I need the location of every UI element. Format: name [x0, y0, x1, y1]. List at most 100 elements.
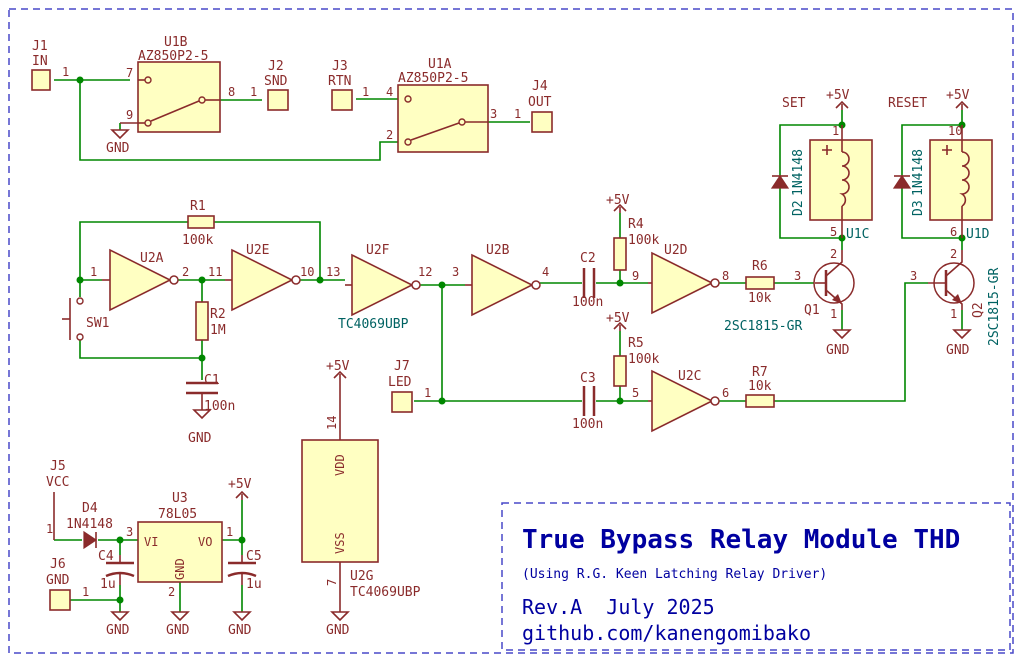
- capacitor-c5: C5 1u: [227, 549, 262, 592]
- diode-d3: D3 1N4148: [892, 149, 926, 216]
- ic-u2g: VDD VSS 14 7 U2G TC4069UBP: [301, 380, 421, 612]
- c5-ref: C5: [246, 549, 262, 564]
- vcc-label-r5: +5V: [606, 311, 630, 326]
- u1b-value: AZ850P2-5: [138, 49, 208, 64]
- vcc-symbol-u1c: +5V: [826, 88, 850, 110]
- connector-j2: J2 SND 1: [250, 59, 289, 111]
- q2-pin-2: 2: [950, 247, 957, 261]
- u2f-pin-12: 12: [418, 265, 432, 279]
- j6-pin: 1: [82, 585, 89, 599]
- vcc-label-u1d: +5V: [946, 88, 970, 103]
- c3-ref: C3: [580, 371, 596, 386]
- q1-ref: Q1: [804, 303, 820, 318]
- u2b-pin-3: 3: [452, 265, 459, 279]
- title-block-url: github.com/kanengomibako: [522, 621, 811, 645]
- transistor-q2: Q2 2SC1815-GR 3 2 1: [910, 247, 1002, 346]
- q2-pin-1: 1: [950, 307, 957, 321]
- u2e-ref: U2E: [246, 243, 269, 258]
- u1a-value: AZ850P2-5: [398, 71, 468, 86]
- u2e-pin-10: 10: [300, 265, 314, 279]
- u2g-ref: U2G: [350, 569, 374, 584]
- relay-u1a: U1A AZ850P2-5 4 2 3: [386, 57, 497, 153]
- u1c-pin-5: 5: [830, 225, 837, 239]
- c2-ref: C2: [580, 251, 596, 266]
- j6-name: GND: [46, 573, 70, 588]
- resistor-r2: R2 1M: [195, 301, 226, 341]
- c2-value: 100n: [572, 295, 603, 310]
- c4-ref: C4: [98, 549, 114, 564]
- title-block-title: True Bypass Relay Module THD: [522, 525, 960, 555]
- u1d-ref: U1D: [966, 227, 990, 242]
- u1a-pin-4: 4: [386, 85, 393, 99]
- j2-name: SND: [264, 74, 288, 89]
- u2f-ref: U2F: [366, 243, 390, 258]
- sheet-border: [8, 8, 1014, 654]
- resistor-r5: R5 100k: [613, 336, 659, 387]
- gnd-label-q1: GND: [826, 343, 850, 358]
- capacitor-c3: C3 100n: [572, 371, 603, 432]
- u2c-pin-6: 6: [722, 386, 729, 400]
- c4-value: 1u: [100, 577, 116, 592]
- inverter-u2b: U2B 3 4: [452, 243, 549, 317]
- connector-j5: J5 VCC 1: [46, 459, 69, 540]
- gnd-label-c5: GND: [228, 623, 252, 638]
- u2d-ref: U2D: [664, 243, 688, 258]
- vcc-label-u2g: +5V: [326, 359, 350, 374]
- r2-ref: R2: [210, 307, 226, 322]
- title-block-revision: Rev.A July 2025: [522, 595, 715, 619]
- gnd-label-u3: GND: [166, 623, 190, 638]
- u2a-ref: U2A: [140, 251, 164, 266]
- u2d-pin-8: 8: [722, 269, 729, 283]
- r4-ref: R4: [628, 217, 644, 232]
- j1-pin: 1: [62, 65, 69, 79]
- u3-ref: U3: [172, 491, 188, 506]
- j1-ref: J1: [32, 39, 48, 54]
- c1-ref: C1: [204, 373, 220, 388]
- capacitor-c4: C4 1u: [98, 549, 135, 592]
- d3-ref: D3: [911, 200, 926, 216]
- diode-d4: D4 1N4148: [66, 501, 113, 550]
- r6-ref: R6: [752, 259, 768, 274]
- gnd-label-u1b: GND: [106, 141, 130, 156]
- u1b-pin-8: 8: [228, 85, 235, 99]
- diode-d2: D2 1N4148: [770, 149, 806, 216]
- c1-value: 100n: [204, 399, 235, 414]
- gnd-symbol-c4: GND: [106, 611, 130, 638]
- u2g-pin-7: 7: [325, 579, 339, 586]
- regulator-u3: VI VO GND U3 78L05 3 1 2: [126, 491, 233, 599]
- gnd-symbol-q2: GND: [946, 329, 972, 358]
- title-block-subtitle: (Using R.G. Keen Latching Relay Driver): [522, 567, 827, 582]
- u2g-value: TC4069UBP: [350, 585, 421, 600]
- resistor-r4: R4 100k: [613, 217, 659, 271]
- sw1-ref: SW1: [86, 316, 109, 331]
- r4-value: 100k: [628, 233, 659, 248]
- inverter-u2d: U2D 9 8: [632, 243, 729, 315]
- j7-ref: J7: [394, 359, 410, 374]
- inverter-u2c: U2C 5 6: [632, 369, 729, 433]
- j2-ref: J2: [268, 59, 284, 74]
- r1-value: 100k: [182, 233, 213, 248]
- inverter-u2f: U2F TC4069UBP 13 12: [326, 243, 432, 332]
- vcc-symbol-r4: +5V: [606, 193, 630, 213]
- transistor-q1: Q1 2SC1815-GR 3 2 1: [724, 247, 855, 334]
- u3-vo: VO: [198, 535, 212, 549]
- relay-coil-u1c: SET U1C 1 5: [782, 96, 873, 242]
- gnd-label-u2g: GND: [326, 623, 350, 638]
- q1-value: 2SC1815-GR: [724, 319, 802, 334]
- u1c-label: SET: [782, 96, 806, 111]
- j3-pin: 1: [362, 85, 369, 99]
- vcc-label-c5: +5V: [228, 477, 252, 492]
- u1d-pin-10: 10: [948, 124, 962, 138]
- r6-value: 10k: [748, 291, 772, 306]
- connector-j3: J3 RTN 1: [328, 59, 369, 111]
- switch-sw1: SW1: [62, 297, 109, 341]
- u2a-pin-1: 1: [90, 265, 97, 279]
- gnd-symbol-u2g: GND: [326, 611, 350, 638]
- u1d-label: RESET: [888, 96, 927, 111]
- d3-value: 1N4148: [911, 149, 926, 196]
- j7-pin: 1: [424, 386, 431, 400]
- d2-value: 1N4148: [791, 149, 806, 196]
- vcc-symbol-c5: +5V: [228, 477, 252, 500]
- capacitor-c2: C2 100n: [572, 251, 603, 310]
- u2f-value: TC4069UBP: [338, 317, 409, 332]
